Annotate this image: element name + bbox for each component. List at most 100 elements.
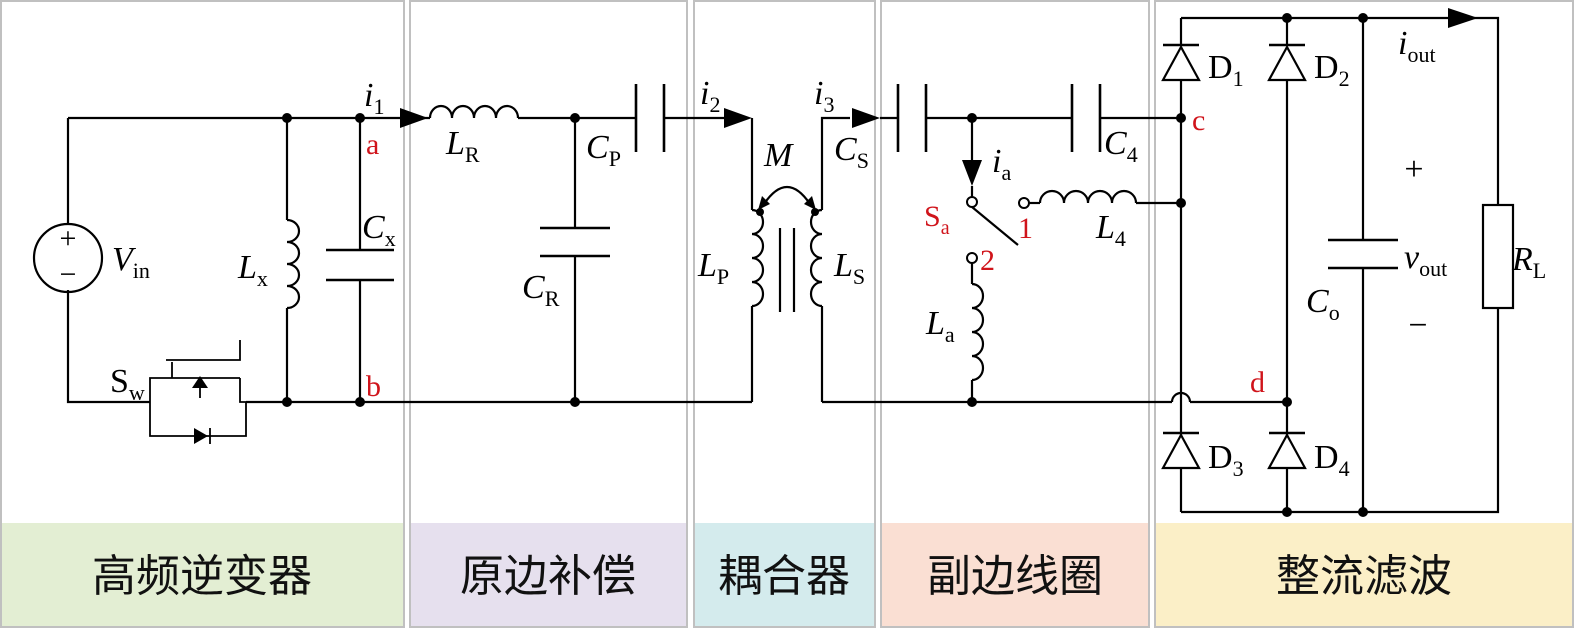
c4-label: C4 [1104, 125, 1138, 167]
sa-blade [971, 206, 1019, 246]
d2-diode-icon [1267, 44, 1307, 82]
node-a: a [366, 128, 379, 161]
vin-minus: − [60, 258, 77, 291]
section-label-rectifier: 整流滤波 [1276, 551, 1452, 602]
junction [1282, 397, 1292, 407]
junction [1358, 13, 1368, 23]
sw-label: Sw [110, 363, 145, 405]
section-label-primary-comp: 原边补偿 [460, 551, 636, 602]
switch-sw [149, 340, 247, 444]
junction [1176, 198, 1186, 208]
ia-label: ia [992, 143, 1011, 185]
secondary-coil-circuit: CS C4 ia Sa 1 2 L4 La [822, 84, 1287, 407]
body-diode-icon [194, 428, 208, 444]
cp-label: CP [586, 129, 621, 171]
section-border-secondary-coil [880, 0, 1150, 628]
m-arrow-right-icon [804, 196, 816, 210]
mosfet-arrow-icon [192, 376, 208, 388]
inverter-circuit: + − Vin Sw Lx Cx a [32, 77, 428, 444]
m-arrow-left-icon [758, 196, 770, 210]
i2-arrow-icon [724, 108, 752, 128]
ls-label: LS [833, 247, 865, 289]
la-label: La [925, 305, 955, 347]
junction [1176, 113, 1186, 123]
junction [1282, 507, 1292, 517]
lp-coil [751, 208, 765, 308]
lr-coil [428, 104, 520, 119]
polarity-dot-primary [756, 208, 764, 216]
junction [355, 113, 365, 123]
m-label: M [763, 137, 794, 174]
d4-label: D4 [1314, 439, 1350, 481]
d4-diode-icon [1267, 432, 1307, 470]
iout-arrow-icon [1448, 8, 1478, 28]
rectifier-circuit: D1 D2 D3 D4 Co vout + − RL iout c d [1161, 8, 1546, 517]
node-d: d [1250, 366, 1265, 399]
cs-label: CS [834, 131, 869, 173]
vout-plus: + [1404, 151, 1423, 188]
junction [967, 397, 977, 407]
d3-label: D3 [1208, 439, 1244, 481]
ia-arrow-icon [962, 160, 982, 186]
section-bg-coupler [694, 523, 875, 627]
lx-label: Lx [237, 249, 268, 291]
i2-label: i2 [700, 75, 720, 117]
ls-coil [809, 208, 823, 308]
cr-label: CR [522, 269, 560, 311]
section-bg-inverter [0, 523, 404, 627]
node-b: b [366, 370, 381, 403]
sa-terminal-2 [966, 252, 978, 264]
coupler-circuit: LP LS M i3 [697, 75, 880, 402]
cx-label: Cx [362, 209, 396, 251]
l4-label: L4 [1095, 209, 1126, 251]
wire-vin-bottom [66, 290, 150, 404]
sa-common-terminal [966, 196, 978, 208]
section-label-inverter: 高频逆变器 [92, 551, 312, 602]
l4-coil [1038, 189, 1138, 204]
node-c: c [1192, 104, 1205, 137]
junction [1358, 507, 1368, 517]
lp-label: LP [697, 247, 729, 289]
rl-resistor [1481, 203, 1515, 310]
junction [355, 397, 365, 407]
d1-label: D1 [1208, 49, 1244, 91]
vin-source-circle [32, 222, 104, 294]
section-bg-rectifier [1155, 523, 1573, 627]
vin-plus: + [60, 222, 77, 255]
i1-label: i1 [364, 77, 384, 119]
co-label: Co [1306, 283, 1340, 325]
vin-label: Vin [112, 241, 150, 283]
sa-position-1: 1 [1018, 212, 1033, 245]
sa-position-2: 2 [980, 244, 995, 277]
sa-terminal-1 [1018, 197, 1030, 209]
d3-diode-icon [1161, 432, 1201, 470]
section-border-primary-comp [409, 0, 688, 628]
la-coil [971, 282, 985, 382]
section-bg-primary-comp [410, 523, 687, 627]
lr-label: LR [445, 125, 480, 167]
i3-label: i3 [814, 75, 834, 117]
section-label-secondary-coil: 副边线圈 [927, 551, 1103, 602]
section-border-rectifier [1154, 0, 1574, 628]
iout-label: iout [1398, 25, 1436, 67]
polarity-dot-secondary [811, 208, 819, 216]
d2-label: D2 [1314, 49, 1350, 91]
section-border-inverter [0, 0, 405, 628]
sa-label: Sa [924, 200, 950, 239]
junction [570, 113, 580, 123]
vout-minus: − [1408, 307, 1427, 344]
junction [1282, 13, 1292, 23]
vout-label: vout [1404, 239, 1447, 281]
junction [282, 113, 292, 123]
section-border-coupler [693, 0, 876, 628]
primary-compensation-circuit: LR CP CR i2 [402, 75, 754, 407]
d1-diode-icon [1161, 44, 1201, 82]
lx-coil [286, 218, 301, 310]
junction [282, 397, 292, 407]
section-bg-secondary-coil [881, 523, 1149, 627]
rl-label: RL [1511, 241, 1546, 283]
section-label-coupler: 耦合器 [718, 551, 850, 602]
mutual-inductance-arc [763, 186, 811, 205]
